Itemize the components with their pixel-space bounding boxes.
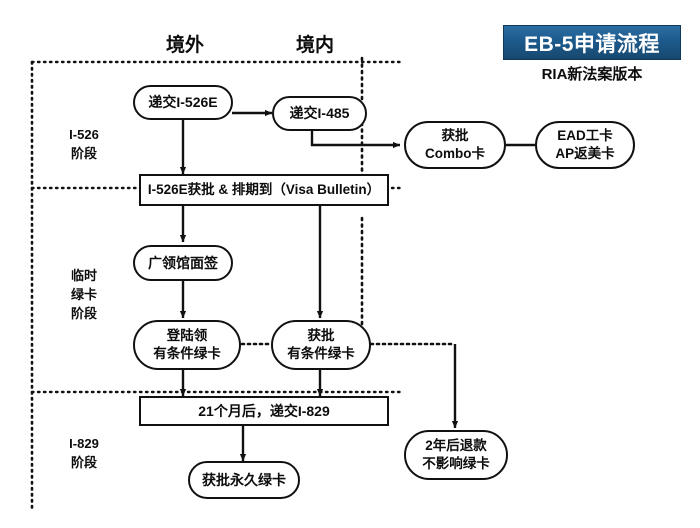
column-header-overseas: 境外 [165, 35, 204, 56]
stage-label-conditional-green-card: 临时 绿卡 阶段 [70, 268, 97, 321]
title-banner: EB-5申请流程 [503, 25, 681, 60]
node-refund-note[interactable]: 2年后退款 不影响绿卡 [404, 430, 508, 480]
node-land-conditional-green-card[interactable]: 登陆领 有条件绿卡 [133, 320, 241, 370]
node-ead-ap-card[interactable]: EAD工卡 AP返美卡 [535, 121, 635, 169]
node-approved-combo[interactable]: 获批 Combo卡 [404, 121, 506, 169]
column-header-domestic: 境内 [295, 35, 334, 56]
node-i526e-approved[interactable]: I-526E获批 & 排期到（Visa Bulletin） [139, 174, 389, 206]
node-permanent-green-card[interactable]: 获批永久绿卡 [188, 461, 300, 499]
stage-label-i526: I-526 阶段 [69, 127, 99, 161]
edge-i485-to-combo [310, 131, 401, 149]
title-banner-text: EB-5申请流程 [524, 32, 660, 56]
node-submit-i485[interactable]: 递交I-485 [272, 96, 367, 131]
node-submit-i829[interactable]: 21个月后，递交I-829 [139, 396, 389, 426]
node-submit-i526e[interactable]: 递交I-526E [133, 85, 233, 120]
node-approved-conditional-green-card[interactable]: 获批 有条件绿卡 [271, 320, 371, 370]
node-consulate-interview[interactable]: 广领馆面签 [133, 245, 233, 281]
subtitle-text: RIA新法案版本 [541, 66, 643, 83]
stage-label-i829: I-829 阶段 [69, 436, 99, 470]
